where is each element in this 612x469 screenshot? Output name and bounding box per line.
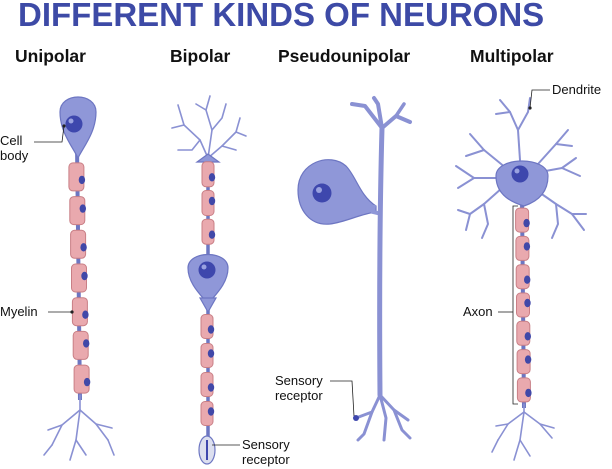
unipolar-schwann-nucleus xyxy=(80,243,87,252)
unipolar-schwann-nucleus xyxy=(78,175,86,185)
pseudounipolar-axon xyxy=(350,96,412,442)
unipolar-schwann-nucleus xyxy=(83,377,91,387)
bipolar-axon-hillock xyxy=(198,297,218,314)
multipolar-schwann-nucleus xyxy=(524,332,531,341)
label-sensory-receptor-pseudo-line1: Sensory xyxy=(275,373,323,388)
label-cell-body-line2: body xyxy=(0,148,29,163)
label-sensory-receptor-bipolar-line1: Sensory xyxy=(242,437,290,452)
leader-myelin-dot xyxy=(70,310,74,314)
unipolar-nucleus xyxy=(65,115,83,133)
bipolar-lower-schwann-nucleus xyxy=(207,349,215,358)
bipolar-nucleus xyxy=(198,261,216,279)
bipolar-dendrites xyxy=(171,95,247,159)
bipolar-upper-schwann-nucleus xyxy=(208,230,216,239)
bipolar-upper-schwann-nucleus xyxy=(208,196,216,206)
pseudounipolar-neuron xyxy=(297,96,412,442)
label-axon: Axon xyxy=(463,304,493,319)
label-sensory-receptor-pseudo-line2: receptor xyxy=(275,388,323,403)
unipolar-axon-terminals xyxy=(43,394,115,461)
multipolar-schwann-nucleus xyxy=(524,355,532,364)
pseudounipolar-cell-body xyxy=(297,159,377,225)
bipolar-dendrite-base xyxy=(195,153,221,163)
label-cell-body-line1: Cell xyxy=(0,133,23,148)
bipolar-upper-schwann-nucleus xyxy=(208,173,216,182)
unipolar-schwann-nucleus xyxy=(81,271,88,281)
multipolar-schwann-nucleus xyxy=(524,298,531,308)
label-sensory-receptor-bipolar-line2: receptor xyxy=(242,452,290,467)
heading-multipolar: Multipolar xyxy=(470,46,554,66)
multipolar-schwann-nucleus xyxy=(524,275,531,284)
unipolar-neuron xyxy=(43,96,115,461)
bipolar-lower-schwann-nucleus xyxy=(207,407,215,416)
unipolar-nucleus-highlight xyxy=(68,118,74,124)
leader-dendrite-dot xyxy=(528,106,532,110)
bipolar-lower-schwann-nucleus xyxy=(207,383,215,392)
unipolar-schwann-nucleus xyxy=(83,339,90,348)
axon-bracket xyxy=(512,205,518,405)
bipolar-neuron xyxy=(171,95,247,465)
heading-bipolar: Bipolar xyxy=(170,46,230,66)
multipolar-schwann-nucleus xyxy=(525,388,532,398)
unipolar-schwann-nucleus xyxy=(82,310,89,319)
bipolar-nucleus-highlight xyxy=(201,264,207,270)
diagram-title: DIFFERENT KINDS OF NEURONS xyxy=(18,0,544,33)
multipolar-myelin-sheath xyxy=(515,207,532,403)
leader-sensory-receptor-pseudo xyxy=(330,380,355,417)
pseudounipolar-nucleus-highlight xyxy=(316,187,322,193)
pseudounipolar-nucleus xyxy=(312,183,332,203)
multipolar-cell-body xyxy=(495,160,549,207)
multipolar-axon-terminals xyxy=(491,403,555,461)
multipolar-dendrites xyxy=(455,97,587,239)
bipolar-cell-body xyxy=(187,254,229,305)
multipolar-nucleus-highlight xyxy=(514,168,520,174)
multipolar-neuron xyxy=(455,97,587,461)
multipolar-schwann-nucleus xyxy=(523,242,531,251)
label-myelin: Myelin xyxy=(0,304,38,319)
unipolar-schwann-nucleus xyxy=(79,204,87,213)
unipolar-myelin-sheath xyxy=(68,162,91,394)
bipolar-lower-schwann-nucleus xyxy=(207,325,215,334)
multipolar-schwann-nucleus xyxy=(523,218,530,228)
pseudounipolar-receptor-ending xyxy=(353,415,359,421)
heading-unipolar: Unipolar xyxy=(15,46,86,66)
leader-cell-body-dot xyxy=(62,124,66,128)
label-dendrite: Dendrite xyxy=(552,82,601,97)
bipolar-myelin-sheath xyxy=(200,161,216,426)
leader-dendrite xyxy=(529,89,550,109)
leader-cell-body xyxy=(34,125,65,143)
heading-pseudounipolar: Pseudounipolar xyxy=(278,46,410,66)
multipolar-nucleus xyxy=(511,165,529,183)
